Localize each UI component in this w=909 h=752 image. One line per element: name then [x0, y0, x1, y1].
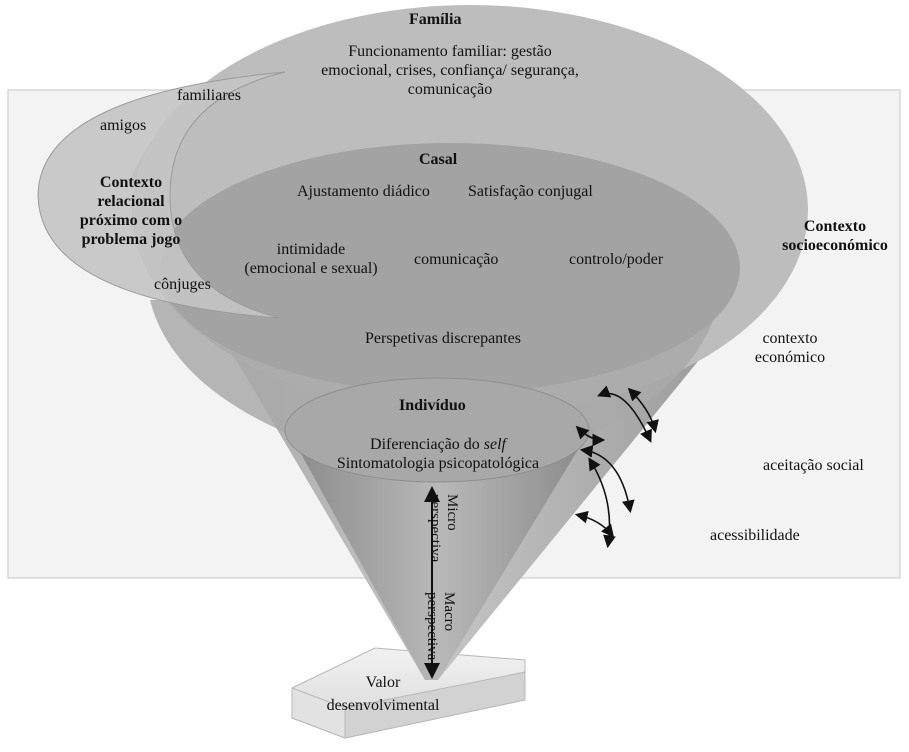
individual-diferenciacao: Diferenciação do self	[300, 436, 576, 455]
macro-perspective-label: Macro perspectiva	[424, 592, 458, 661]
arrow-2	[627, 387, 659, 434]
relational-title-line3: próximo com o	[79, 211, 183, 229]
family-text-line3: comunicação	[407, 80, 493, 98]
family-description: Funcionamento familiar: gestão emocional…	[270, 43, 630, 100]
relational-title-line4: problema jogo	[81, 230, 181, 248]
macro-line2: perspectiva	[424, 592, 441, 661]
couple-intimidade: intimidade (emocional e sexual)	[231, 241, 391, 279]
relational-title-line1: Contexto	[99, 174, 163, 191]
relational-crescent	[37, 71, 286, 319]
micro-line2: perspectiva	[427, 494, 444, 563]
base-pedestal	[291, 647, 526, 739]
socioeconomic-acessibilidade: acessibilidade	[710, 527, 800, 544]
base-line1: Valor	[365, 674, 401, 691]
micro-perspective-label: Micro perspectiva	[427, 494, 461, 563]
couple-perspetivas: Perspetivas discrepantes	[365, 330, 521, 347]
macro-line1: Macro	[441, 592, 457, 632]
relational-amigos: amigos	[100, 117, 147, 134]
couple-controlo: controlo/poder	[569, 251, 664, 268]
socioeconomic-title-line2: socioeconómico	[782, 236, 888, 254]
socioeconomic-economico-line2: económico	[754, 348, 826, 366]
individual-description: Diferenciação do self Sintomatologia psi…	[300, 436, 576, 474]
socioeconomic-aceitacao: aceitação social	[763, 457, 864, 474]
arrow-3	[575, 425, 606, 447]
couple-intimidade-line1: intimidade	[276, 241, 346, 258]
couple-ajustamento: Ajustamento diádico	[297, 183, 430, 200]
couple-ellipse	[160, 143, 740, 393]
family-text-line2: emocional, crises, confiança/ segurança,	[321, 61, 579, 79]
arrow-6	[574, 510, 614, 538]
individual-self: self	[483, 436, 506, 453]
couple-comunicacao: comunicação	[414, 251, 499, 268]
individual-sintomatologia: Sintomatologia psicopatológica	[336, 454, 540, 472]
couple-intimidade-line2: (emocional e sexual)	[244, 259, 378, 277]
interaction-arrows	[574, 385, 659, 549]
socioeconomic-economico-line1: contexto	[762, 330, 818, 347]
base-line2: desenvolvimental	[326, 696, 440, 714]
individual-title: Indivíduo	[399, 397, 466, 414]
socioeconomic-title: Contexto socioeconómico	[770, 218, 900, 256]
couple-satisfacao: Satisfação conjugal	[468, 183, 593, 200]
family-text-line1: Funcionamento familiar: gestão	[348, 43, 552, 60]
relational-title: Contexto relacional próximo com o proble…	[60, 174, 202, 250]
relational-title-line2: relacional	[97, 192, 165, 210]
base-label: Valor desenvolvimental	[322, 674, 444, 716]
family-title: Família	[409, 11, 462, 28]
relational-familiares: familiares	[177, 87, 241, 104]
individual-diferenciacao-prefix: Diferenciação do	[370, 436, 484, 453]
couple-title: Casal	[419, 151, 458, 168]
socioeconomic-title-line1: Contexto	[803, 218, 867, 235]
relational-conjuges: cônjuges	[154, 276, 211, 293]
micro-line1: Micro	[444, 494, 460, 531]
socioeconomic-economico: contexto económico	[745, 330, 835, 368]
